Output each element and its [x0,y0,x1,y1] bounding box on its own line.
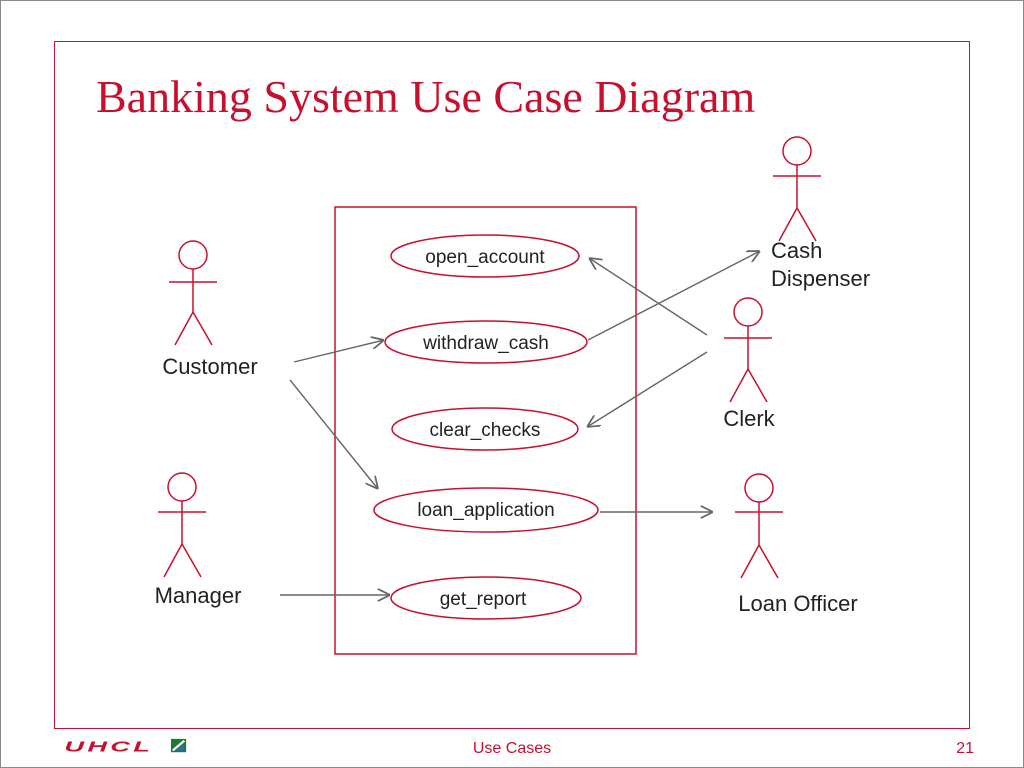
stick-figure-icon [158,472,206,578]
associations [280,251,760,595]
use-case-label: loan_application [417,500,554,521]
system-boundary [334,206,637,655]
use-case-withdraw-cash[interactable]: withdraw_cash [384,320,588,364]
actor-label: Dispenser [771,266,870,291]
actor-label: Loan Officer [738,591,857,616]
association-arrow-clerk-open_account [589,258,708,336]
stick-figure-icon [724,297,772,403]
use-case-label: open_account [425,247,545,268]
actor-clerk[interactable]: Clerk [723,297,776,431]
actor-cash-dispenser[interactable]: Cash Dispenser [771,136,870,291]
slide-title: Banking System Use Case Diagram [96,71,756,122]
logo-mark-icon [171,738,187,753]
actor-label: Clerk [723,406,775,431]
stick-figure-icon [169,240,217,346]
association-arrow-customer-withdraw_cash [293,340,384,363]
use-case-open-account[interactable]: open_account [390,234,580,278]
footer-section-title: Use Cases [472,740,552,757]
association-arrow-clerk-clear_checks [587,351,708,427]
page-number: 21 [956,740,974,757]
association-arrow-customer-loan_application [289,379,378,489]
stick-figure-icon [735,473,783,579]
stick-figure-icon [773,136,821,242]
use-case-loan-application[interactable]: loan_application [373,487,599,533]
use-case-clear-checks[interactable]: clear_checks [391,407,579,451]
actor-label: Cash [771,238,822,263]
logo-text: UHCL [64,738,153,754]
use-case-label: withdraw_cash [422,333,549,354]
slide-frame [54,41,970,729]
actor-label: Manager [155,583,242,608]
use-case-label: clear_checks [430,420,541,441]
use-case-get-report[interactable]: get_report [390,576,582,620]
actor-loan-officer[interactable]: Loan Officer [735,473,858,616]
actor-label: Customer [162,354,257,379]
actor-customer[interactable]: Customer [162,240,258,379]
association-arrow-withdraw_cash-cash_dispenser [587,251,760,341]
use-case-label: get_report [440,589,527,610]
actor-manager[interactable]: Manager [155,472,242,608]
uhcl-logo: UHCL [64,738,187,754]
